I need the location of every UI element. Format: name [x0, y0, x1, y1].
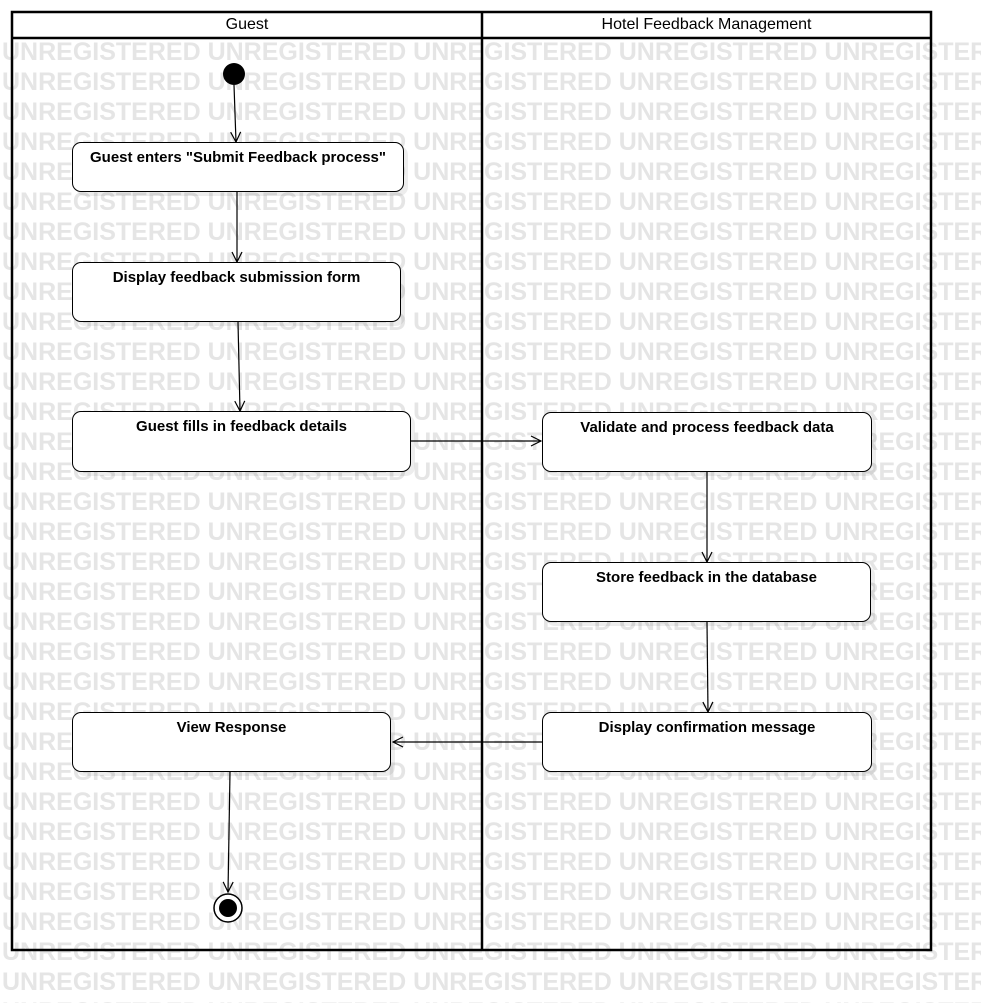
action-enter-submit-feedback[interactable]: Guest enters "Submit Feedback process" [72, 142, 404, 192]
action-store-feedback[interactable]: Store feedback in the database [542, 562, 871, 622]
swimlane-frame [10, 10, 933, 952]
flow-display-form-to-fill [238, 321, 240, 411]
action-validate-process-feedback[interactable]: Validate and process feedback data [542, 412, 872, 472]
action-display-feedback-form[interactable]: Display feedback submission form [72, 262, 401, 322]
initial-node [223, 63, 245, 85]
flow-store-to-confirmation [707, 621, 708, 712]
action-display-confirmation[interactable]: Display confirmation message [542, 712, 872, 772]
lane-title-guest: Guest [225, 16, 269, 33]
action-fill-feedback-details[interactable]: Guest fills in feedback details [72, 411, 411, 472]
flow-view-response-to-end [228, 771, 230, 892]
final-node-center [219, 899, 237, 917]
lane-title-hotel-feedback-management: Hotel Feedback Management [601, 16, 812, 33]
action-view-response[interactable]: View Response [72, 712, 391, 772]
flow-start-to-enter [234, 84, 236, 142]
